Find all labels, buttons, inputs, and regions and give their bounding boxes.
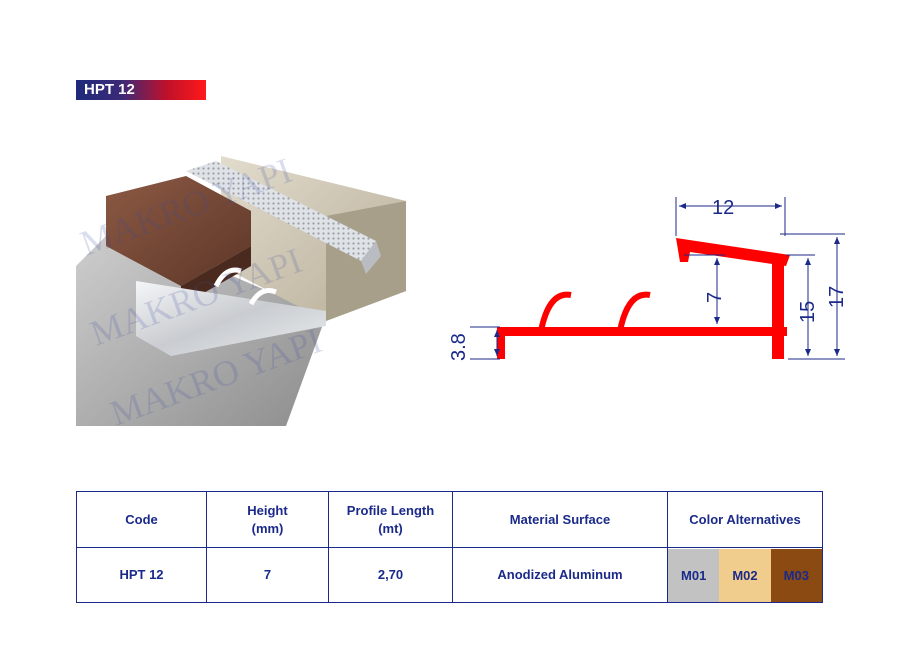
header-profile-length: Profile Length (mt) xyxy=(328,491,453,548)
cell-profile-length: 2,70 xyxy=(328,547,453,603)
color-swatches: M01 M02 M03 xyxy=(668,548,822,602)
dimension-lines xyxy=(470,197,845,360)
color-swatch-m01: M01 xyxy=(668,548,720,602)
profile-cap-edge xyxy=(361,241,381,274)
product-illustration: MAKRO YAPI MAKRO YAPI MAKRO YAPI xyxy=(76,150,406,426)
profile-base xyxy=(136,281,326,356)
dimension-arrows xyxy=(494,203,840,356)
profile-ribbed-cap xyxy=(186,161,376,261)
color-swatch-m02: M02 xyxy=(719,548,771,602)
cell-height: 7 xyxy=(206,547,329,603)
carpet-layer xyxy=(106,176,251,286)
specification-table: Code Height (mm) Profile Length (mt) Mat… xyxy=(76,491,823,603)
color-swatch-m03: M03 xyxy=(770,548,822,602)
header-material-surface: Material Surface xyxy=(452,491,668,548)
header-code: Code xyxy=(76,491,207,548)
profile-clip xyxy=(213,267,242,288)
product-code-badge: HPT 12 xyxy=(76,80,206,100)
cell-material-surface: Anodized Aluminum xyxy=(452,547,668,603)
header-height: Height (mm) xyxy=(206,491,329,548)
header-color-alternatives: Color Alternatives xyxy=(667,491,823,548)
dim-total-height-label: 17 xyxy=(826,286,848,308)
profile-cross-section xyxy=(497,238,790,359)
profile-clip xyxy=(248,288,277,306)
cross-section-drawing: 12 7 15 17 3.8 xyxy=(448,197,848,361)
dim-width-label: 12 xyxy=(712,197,734,219)
table-header-row: Code Height (mm) Profile Length (mt) Mat… xyxy=(76,491,823,548)
dim-base-height-label: 3.8 xyxy=(448,333,470,361)
dimension-labels: 12 7 15 17 3.8 xyxy=(448,197,848,361)
dim-mid-height-label: 15 xyxy=(797,301,819,323)
cell-code: HPT 12 xyxy=(76,547,207,603)
dim-inner-height-label: 7 xyxy=(704,292,726,303)
table-row: HPT 12 7 2,70 Anodized Aluminum M01 M02 … xyxy=(76,547,823,603)
cell-color-alternatives: M01 M02 M03 xyxy=(667,547,823,603)
